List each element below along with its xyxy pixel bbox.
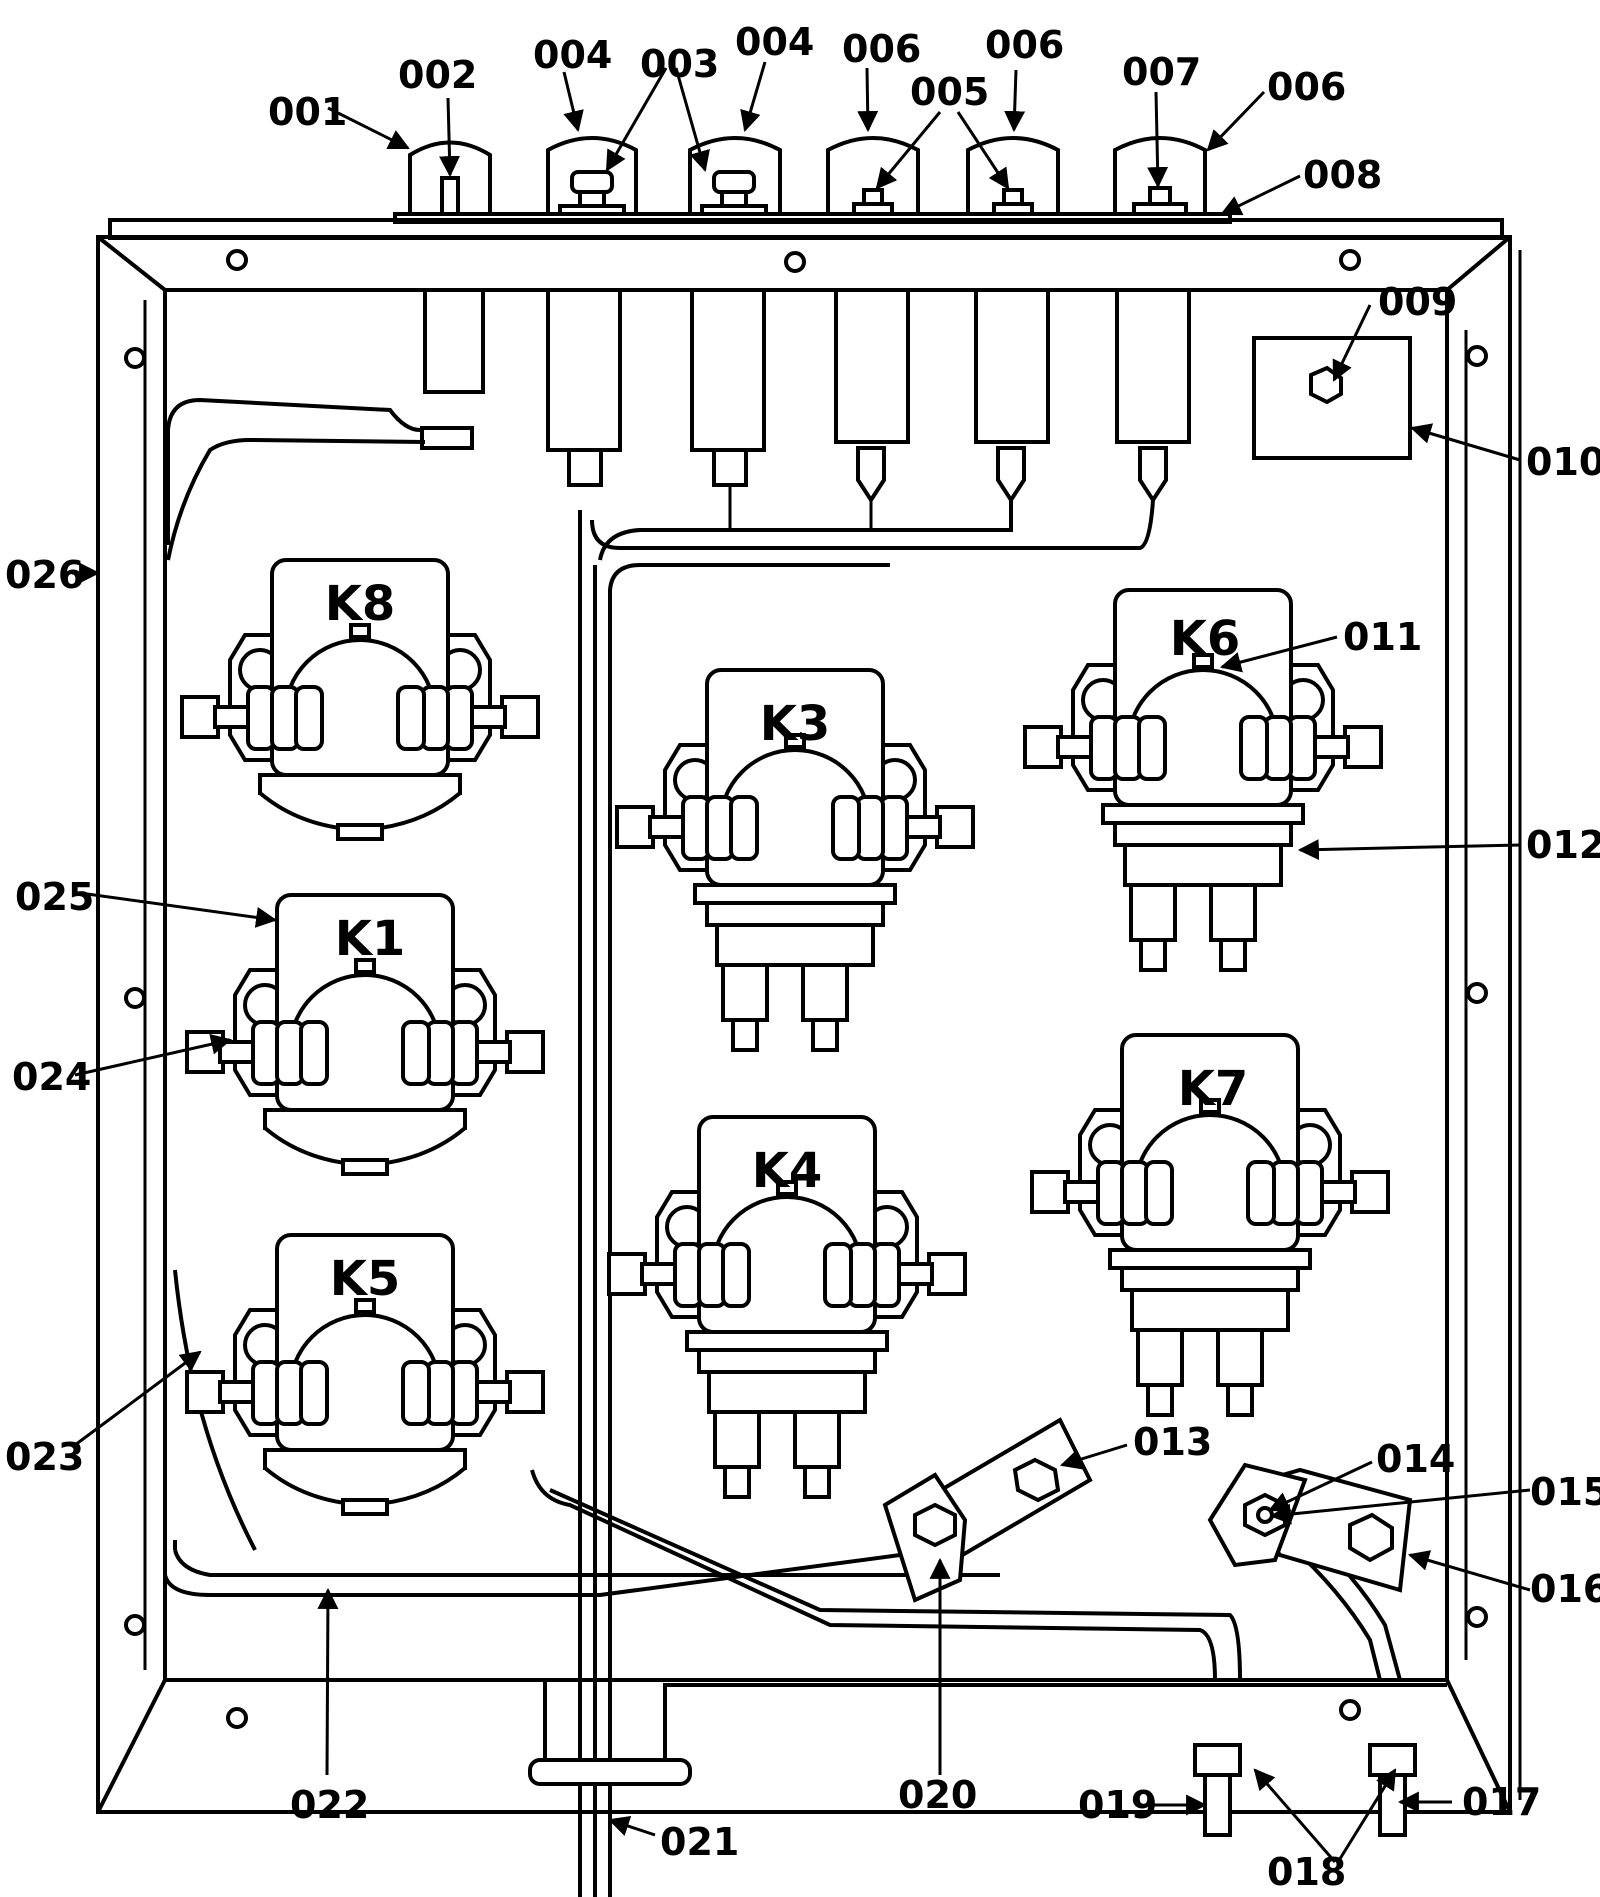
callout-003: 003 bbox=[640, 42, 719, 86]
callout-014: 014 bbox=[1376, 1437, 1455, 1481]
callout-010: 010 bbox=[1526, 440, 1600, 484]
relay-k7: K7 bbox=[1030, 1033, 1390, 1417]
callout-012: 012 bbox=[1526, 823, 1600, 867]
callout-026: 026 bbox=[5, 553, 84, 597]
relay-k1: K1 bbox=[185, 893, 545, 1176]
callout-018: 018 bbox=[1267, 1850, 1346, 1894]
callout-008: 008 bbox=[1303, 153, 1382, 197]
relay-label-k4: K4 bbox=[752, 1143, 823, 1199]
callout-009: 009 bbox=[1378, 280, 1457, 324]
sockets bbox=[420, 288, 1412, 504]
callout-019: 019 bbox=[1078, 1783, 1157, 1827]
callout-022: 022 bbox=[290, 1783, 369, 1827]
relay-k6: K6 bbox=[1023, 588, 1383, 972]
callout-013: 013 bbox=[1133, 1420, 1212, 1464]
relay-label-k3: K3 bbox=[760, 696, 831, 752]
callout-025: 025 bbox=[15, 875, 94, 919]
relay-k3: K3 bbox=[615, 668, 975, 1052]
top-components bbox=[393, 136, 1232, 224]
callout-002: 002 bbox=[398, 53, 477, 97]
callout-017: 017 bbox=[1462, 1780, 1541, 1824]
relay-label-k8: K8 bbox=[325, 576, 396, 632]
callout-007: 007 bbox=[1122, 50, 1201, 94]
callout-016: 016 bbox=[1530, 1567, 1600, 1611]
callout-024: 024 bbox=[12, 1055, 91, 1099]
relay-k5: K5 bbox=[185, 1233, 545, 1516]
mounting-holes bbox=[124, 249, 1488, 1729]
relay-label-k1: K1 bbox=[335, 911, 406, 967]
callout-006-b: 006 bbox=[985, 23, 1064, 67]
callout-004-a: 004 bbox=[533, 33, 612, 77]
relay-k8: K8 bbox=[180, 558, 540, 841]
callout-004-b: 004 bbox=[735, 20, 814, 64]
callout-023: 023 bbox=[5, 1435, 84, 1479]
callout-020: 020 bbox=[898, 1773, 977, 1817]
callout-015: 015 bbox=[1530, 1470, 1600, 1514]
callout-021: 021 bbox=[660, 1820, 739, 1864]
callout-005: 005 bbox=[910, 70, 989, 114]
relay-k4: K4 bbox=[607, 1115, 967, 1499]
relay-label-k7: K7 bbox=[1178, 1061, 1249, 1117]
relay-label-k5: K5 bbox=[330, 1251, 401, 1307]
callout-001: 001 bbox=[268, 90, 347, 134]
callout-labels: 001 002 003 004 004 005 006 006 006 007 … bbox=[5, 20, 1600, 1894]
relay-label-k6: K6 bbox=[1170, 611, 1241, 667]
callout-011: 011 bbox=[1343, 615, 1422, 659]
leader-lines bbox=[72, 61, 1531, 1863]
callout-006-a: 006 bbox=[842, 27, 921, 71]
callout-006-c: 006 bbox=[1267, 65, 1346, 109]
